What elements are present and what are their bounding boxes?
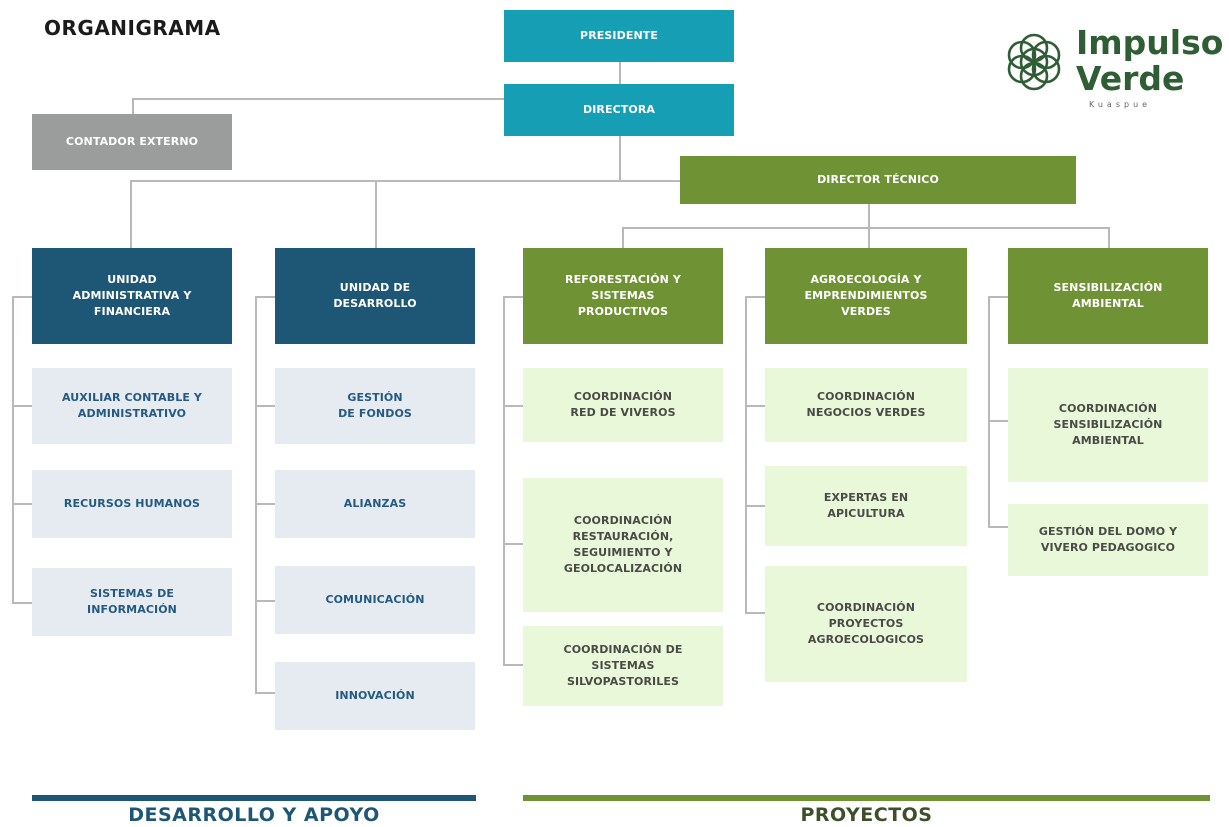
awareness-item-coordination[interactable]: COORDINACIÓN SENSIBILIZACIÓN AMBIENTAL — [1008, 368, 1208, 482]
logo-mandala-icon — [1007, 33, 1061, 91]
connector-line — [988, 420, 1008, 422]
connector-line — [988, 296, 1008, 298]
development-item-innovation[interactable]: INNOVACIÓN — [275, 662, 475, 730]
connector-line — [12, 296, 32, 298]
logo-text-line-2: Verde — [1076, 59, 1185, 98]
connector-line — [745, 405, 765, 407]
connector-line — [255, 503, 275, 505]
agroecology-item-agroecological-projects[interactable]: COORDINACIÓN PROYECTOS AGROECOLOGICOS — [765, 566, 967, 682]
connector-line — [503, 296, 523, 298]
development-item-communication[interactable]: COMUNICACIÓN — [275, 566, 475, 634]
connector-line — [255, 296, 275, 298]
connector-line — [12, 405, 32, 407]
impulso-verde-logo: Impulso Verde Kuaspue — [998, 18, 1226, 128]
connector-line — [622, 227, 624, 248]
connector-line — [619, 136, 621, 180]
reforestation-item-nursery-network[interactable]: COORDINACIÓN RED DE VIVEROS — [523, 368, 723, 442]
admin-item-human-resources[interactable]: RECURSOS HUMANOS — [32, 470, 232, 538]
agroecology-item-green-business[interactable]: COORDINACIÓN NEGOCIOS VERDES — [765, 368, 967, 442]
connector-line — [619, 62, 621, 84]
external-accountant-node[interactable]: CONTADOR EXTERNO — [32, 114, 232, 170]
page-title: ORGANIGRAMA — [44, 16, 221, 40]
connector-line — [12, 503, 32, 505]
admin-item-information-systems[interactable]: SISTEMAS DE INFORMACIÓN — [32, 568, 232, 636]
connector-line — [255, 296, 257, 694]
reforestation-item-restoration[interactable]: COORDINACIÓN RESTAURACIÓN, SEGUIMIENTO Y… — [523, 478, 723, 612]
unit-reforestation-header[interactable]: REFORESTACIÓN Y SISTEMAS PRODUCTIVOS — [523, 248, 723, 344]
connector-line — [255, 600, 275, 602]
connector-line — [868, 227, 870, 248]
connector-line — [132, 98, 134, 114]
footer-label-support: DESARROLLO Y APOYO — [128, 804, 380, 826]
connector-line — [130, 180, 132, 248]
awareness-item-dome-nursery[interactable]: GESTIÓN DEL DOMO Y VIVERO PEDAGOGICO — [1008, 504, 1208, 576]
connector-line — [868, 204, 870, 228]
reforestation-item-silvopastoral[interactable]: COORDINACIÓN DE SISTEMAS SILVOPASTORILES — [523, 626, 723, 706]
unit-development-header[interactable]: UNIDAD DE DESARROLLO — [275, 248, 475, 344]
development-item-alliances[interactable]: ALIANZAS — [275, 470, 475, 538]
logo-subtext: Kuaspue — [1089, 100, 1152, 109]
agroecology-item-beekeeping[interactable]: EXPERTAS EN APICULTURA — [765, 466, 967, 546]
admin-item-accounting-assistant[interactable]: AUXILIAR CONTABLE Y ADMINISTRATIVO — [32, 368, 232, 444]
director-node[interactable]: DIRECTORA — [504, 84, 734, 136]
connector-line — [503, 405, 523, 407]
connector-line — [988, 526, 1008, 528]
connector-line — [12, 296, 14, 604]
connector-line — [132, 98, 504, 100]
technical-director-node[interactable]: DIRECTOR TÉCNICO — [680, 156, 1076, 204]
unit-agroecology-header[interactable]: AGROECOLOGÍA Y EMPRENDIMIENTOS VERDES — [765, 248, 967, 344]
connector-line — [130, 180, 682, 182]
unit-awareness-header[interactable]: SENSIBILIZACIÓN AMBIENTAL — [1008, 248, 1208, 344]
connector-line — [12, 602, 32, 604]
president-node[interactable]: PRESIDENTE — [504, 10, 734, 62]
footer-bar-support — [32, 795, 476, 801]
connector-line — [745, 296, 765, 298]
logo-text-line-1: Impulso — [1076, 23, 1224, 62]
connector-line — [255, 405, 275, 407]
connector-line — [745, 612, 765, 614]
connector-line — [1108, 227, 1110, 248]
connector-line — [503, 296, 505, 666]
connector-line — [375, 180, 377, 248]
connector-line — [745, 296, 747, 614]
connector-line — [255, 692, 275, 694]
connector-line — [503, 664, 523, 666]
connector-line — [745, 505, 765, 507]
connector-line — [988, 296, 990, 528]
connector-line — [503, 543, 523, 545]
connector-line — [622, 227, 1110, 229]
development-item-fundraising[interactable]: GESTIÓN DE FONDOS — [275, 368, 475, 444]
footer-bar-projects — [523, 795, 1210, 801]
unit-admin-header[interactable]: UNIDAD ADMINISTRATIVA Y FINANCIERA — [32, 248, 232, 344]
footer-label-projects: PROYECTOS — [800, 804, 933, 826]
